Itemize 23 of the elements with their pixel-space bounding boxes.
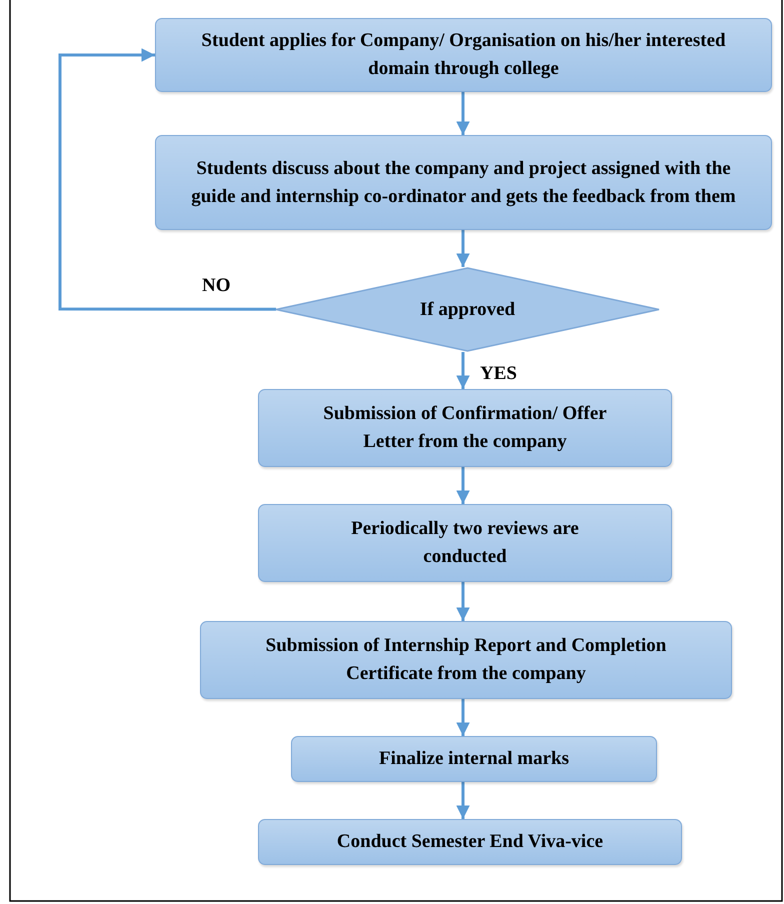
arrow (456, 92, 470, 135)
step-text: Student applies for Company/ Organisation on his/her interested domain through college (200, 29, 727, 81)
arrow (456, 230, 470, 267)
step-text: Students discuss about the company and project assigned with the guide and internship co-ordinator and gets the feedback from them (190, 156, 737, 208)
process-box (258, 389, 672, 467)
step-text: Submission of Confirmation/ Offer Letter from the company (322, 402, 608, 454)
arrow (456, 582, 470, 621)
process-box (258, 819, 682, 865)
process-box (155, 135, 772, 230)
step-text: Submission of Internship Report and Completion Certificate from the company (264, 634, 668, 686)
process-box (200, 621, 732, 699)
arrow (58, 48, 276, 311)
process-box (155, 18, 772, 92)
arrow (456, 352, 470, 389)
arrow (456, 467, 470, 504)
step-text: Conduct Semester End Viva-vice (336, 830, 604, 854)
step-text: If approved (420, 298, 516, 322)
process-box (258, 504, 672, 582)
step-text: Periodically two reviews are conducted (350, 517, 580, 569)
arrow (456, 782, 470, 819)
arrow (456, 699, 470, 736)
process-box (291, 736, 657, 782)
step-text: Finalize internal marks (379, 747, 569, 772)
